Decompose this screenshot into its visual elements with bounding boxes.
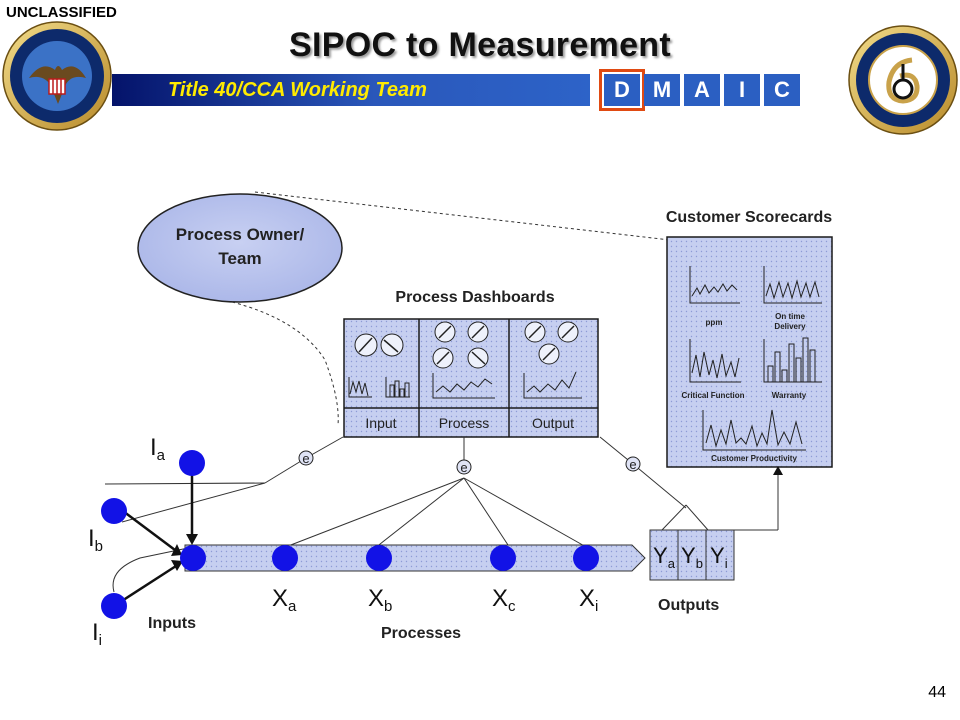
dashboard-label-output: Output <box>532 415 574 431</box>
phase-analyze: A <box>684 74 720 106</box>
process-node-a <box>272 545 298 571</box>
processes-label: Processes <box>381 625 461 642</box>
dmaic-phase-bar: D M A I C <box>599 69 800 111</box>
measure-marker-process: e <box>456 459 472 475</box>
output-box-b <box>677 529 707 581</box>
inputs-label: Inputs <box>148 615 196 632</box>
input-node-i <box>101 593 127 619</box>
measure-marker-output-label: e <box>629 457 636 472</box>
process-node-b <box>366 545 392 571</box>
measure-marker-input: e <box>298 450 314 466</box>
dashboard-label-process: Process <box>439 415 490 431</box>
input-label-i: Ii <box>92 619 102 649</box>
measure-marker-process-label: e <box>460 460 467 475</box>
phase-define: D <box>599 69 645 111</box>
process-node-c <box>490 545 516 571</box>
process-dashboards-title: Process Dashboards <box>395 289 554 306</box>
scorecard-arrowhead <box>773 466 783 475</box>
measure-marker-input-label: e <box>302 451 309 466</box>
measurement-connectors <box>104 436 779 593</box>
scorecard-label-critical: Critical Function <box>681 391 744 400</box>
page-number: 44 <box>928 684 946 701</box>
input-node-a <box>179 450 205 476</box>
output-label-b: Yb <box>681 543 703 571</box>
outputs-label: Outputs <box>658 597 719 614</box>
process-owner-label-line1: Process Owner/ <box>176 225 305 244</box>
process-owner-oval <box>137 193 343 303</box>
scorecard-label-on-time: On time <box>775 312 805 321</box>
process-dashboards <box>343 318 599 438</box>
process-label-b: Xb <box>368 585 392 615</box>
output-box-i <box>705 529 735 581</box>
measure-marker-output: e <box>625 456 641 472</box>
input-arrows <box>113 464 198 608</box>
owner-to-input-leader <box>231 301 339 426</box>
output-label-a: Ya <box>653 543 676 571</box>
customer-scorecards <box>666 236 833 468</box>
scorecard-label-delivery: Delivery <box>774 322 806 331</box>
input-label-a: Ia <box>150 434 166 464</box>
process-node-i <box>573 545 599 571</box>
team-banner-text: Title 40/CCA Working Team <box>168 79 427 101</box>
output-label-i: Yi <box>710 543 728 571</box>
process-label-i: Xi <box>579 585 598 615</box>
process-label-a: Xa <box>272 585 297 615</box>
process-node-start <box>180 545 206 571</box>
owner-to-scorecard-leader <box>254 191 671 241</box>
input-node-b <box>101 498 127 524</box>
customer-scorecards-title: Customer Scorecards <box>666 209 832 226</box>
team-banner <box>112 74 590 106</box>
output-box-a <box>649 529 679 581</box>
slide-title: SIPOC to Measurement <box>289 26 671 64</box>
process-owner-label-line2: Team <box>218 249 261 268</box>
lean-six-sigma-seal-icon <box>848 25 958 135</box>
classification-label: UNCLASSIFIED <box>6 4 117 21</box>
phase-control: C <box>764 74 800 106</box>
phase-improve: I <box>724 74 760 106</box>
input-label-b: Ib <box>88 525 103 555</box>
scorecard-label-ppm: ppm <box>706 318 723 327</box>
scorecard-label-productivity: Customer Productivity <box>711 454 797 463</box>
process-label-c: Xc <box>492 585 516 615</box>
dod-seal-icon <box>2 21 112 131</box>
scorecard-label-warranty: Warranty <box>772 391 807 400</box>
phase-measure: M <box>644 74 680 106</box>
dashboard-label-input: Input <box>365 415 396 431</box>
